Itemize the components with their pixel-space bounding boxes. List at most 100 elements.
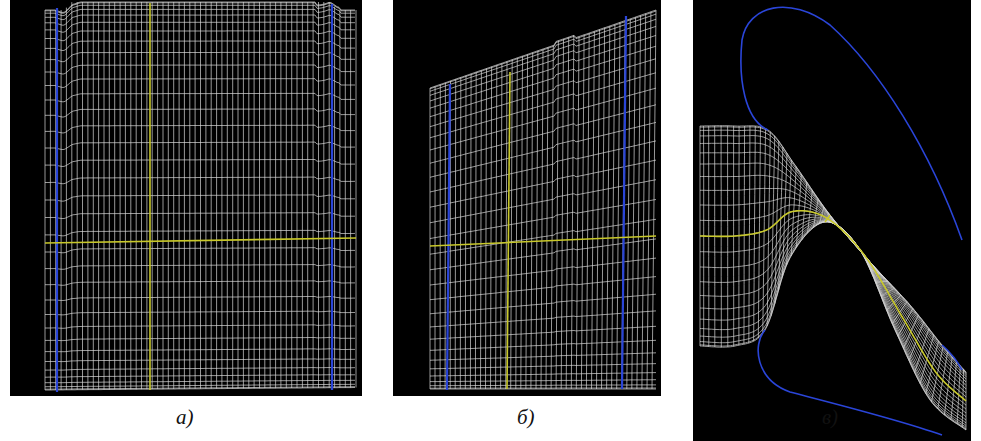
mesh-line xyxy=(61,10,62,390)
mesh-line xyxy=(45,65,355,74)
mesh-line xyxy=(700,221,966,423)
mesh-line xyxy=(45,52,355,61)
mesh-line xyxy=(447,84,450,390)
mesh-line xyxy=(45,3,355,14)
mesh-line xyxy=(179,2,180,389)
mesh-line xyxy=(136,2,137,389)
mesh-line xyxy=(45,213,355,219)
mesh-line xyxy=(168,2,169,389)
mesh-line xyxy=(541,49,543,389)
mesh-line xyxy=(470,74,472,389)
meridional-mesh xyxy=(45,2,356,392)
mesh-line xyxy=(45,142,355,150)
mesh-line xyxy=(501,63,502,389)
mesh-line xyxy=(496,65,497,389)
mesh-line xyxy=(430,105,656,164)
mesh-line xyxy=(602,28,605,389)
blade-outline xyxy=(758,330,942,435)
mesh-line xyxy=(700,175,966,385)
mesh-line xyxy=(184,2,185,389)
mesh-line xyxy=(50,10,51,390)
mesh-line xyxy=(109,2,110,390)
mesh-line xyxy=(45,311,355,315)
mesh-line xyxy=(592,31,595,389)
mesh-line xyxy=(45,93,355,102)
mesh-line xyxy=(45,15,355,25)
mesh-line xyxy=(465,76,467,389)
mesh-line xyxy=(195,2,196,389)
mesh-line xyxy=(114,2,115,389)
mesh-line xyxy=(700,163,966,382)
mesh-line xyxy=(430,180,656,223)
mesh-line xyxy=(45,160,355,167)
mesh-line xyxy=(430,219,656,254)
blade-to-blade-mesh xyxy=(700,7,966,435)
mesh-line xyxy=(700,219,966,413)
mesh-line xyxy=(318,2,319,388)
mesh-line xyxy=(45,5,355,15)
mesh-line xyxy=(597,30,600,390)
mesh-line xyxy=(546,47,548,389)
mesh-line xyxy=(157,2,158,389)
mesh-line xyxy=(120,2,121,389)
mesh-line xyxy=(632,17,636,389)
mesh-line xyxy=(700,222,966,430)
mesh-line xyxy=(607,26,610,389)
mesh-line xyxy=(254,2,255,388)
mesh-line xyxy=(146,2,147,389)
mesh-line xyxy=(45,195,355,201)
mesh-line xyxy=(45,9,355,19)
mesh-line xyxy=(612,24,615,389)
mesh-line xyxy=(45,349,355,352)
mesh-line xyxy=(700,217,966,409)
mesh-line xyxy=(617,22,620,389)
mesh-line xyxy=(536,51,538,389)
mesh-line xyxy=(211,2,212,389)
mesh-line xyxy=(491,67,492,389)
mesh-line xyxy=(45,230,355,236)
mesh-line xyxy=(45,281,355,285)
meridional-mesh xyxy=(430,10,656,390)
mesh-line xyxy=(45,325,355,328)
mesh-line xyxy=(243,2,244,388)
mesh-line xyxy=(45,238,356,243)
mesh-line xyxy=(104,2,105,390)
mesh-line xyxy=(45,248,355,253)
mesh-line xyxy=(313,2,314,388)
mesh-line xyxy=(286,2,287,388)
mesh-line xyxy=(77,2,78,390)
mesh-line xyxy=(45,359,355,362)
mesh-line xyxy=(350,10,351,388)
mesh-line xyxy=(45,41,355,51)
mesh-line xyxy=(440,85,441,390)
mesh-line xyxy=(700,130,966,373)
mesh-line xyxy=(445,83,446,389)
mesh-line xyxy=(45,337,355,340)
mesh-line xyxy=(345,10,346,388)
mesh-line xyxy=(642,14,646,390)
mesh-line xyxy=(551,46,553,390)
mesh-line xyxy=(576,37,579,389)
mesh-line xyxy=(430,160,656,207)
mesh-line xyxy=(581,35,584,389)
mesh-line xyxy=(700,198,966,393)
mesh-line xyxy=(173,2,174,389)
mesh-line xyxy=(45,109,355,117)
mesh-line xyxy=(627,19,631,389)
mesh-line xyxy=(700,221,966,425)
mesh-line xyxy=(430,122,656,177)
mesh-line xyxy=(87,2,88,390)
mesh-line xyxy=(566,37,569,389)
mesh-line xyxy=(45,2,355,13)
panel-label: в) xyxy=(822,407,838,428)
mesh-line xyxy=(200,2,201,389)
mesh-line xyxy=(45,265,355,270)
mesh-line xyxy=(66,8,67,390)
mesh-line xyxy=(480,70,482,389)
mesh-line xyxy=(227,2,228,389)
panel-background xyxy=(693,0,971,441)
mesh-line xyxy=(561,39,563,389)
mesh-line xyxy=(622,16,626,389)
mesh-line xyxy=(141,2,142,389)
